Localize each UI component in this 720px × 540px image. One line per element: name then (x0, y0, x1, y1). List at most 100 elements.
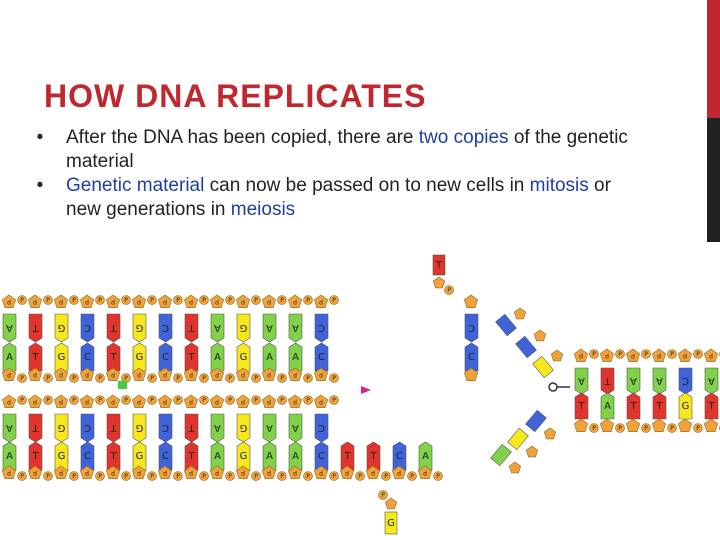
deoxyribose-sugar (157, 367, 173, 381)
deoxyribose-sugar (131, 367, 147, 381)
deoxyribose-sugar (209, 294, 225, 309)
sugar-label: d (267, 300, 271, 307)
base-top-upper (210, 313, 225, 343)
phosphate (329, 395, 339, 405)
phosphate-label: P (280, 375, 284, 382)
sugar-label: d (241, 373, 245, 380)
phosphate (251, 373, 261, 383)
free-nucleotide-letter: T (435, 260, 443, 271)
sugar-label: d (137, 471, 141, 478)
phosphate (95, 395, 105, 405)
phosphate (407, 471, 417, 481)
phosphate (173, 373, 183, 383)
phosphate-label: P (202, 375, 206, 382)
sugar-label: d (709, 354, 713, 361)
phosphate-label: P (124, 375, 128, 382)
base-parent-bottom (600, 392, 615, 420)
base-parent-bottom (574, 392, 589, 420)
sugar-label: d (683, 354, 687, 361)
sugar-label: d (423, 471, 427, 478)
phosphate-label: P (46, 397, 50, 404)
base-bottom-lower (262, 441, 277, 471)
bullet-text-2d: or new generations in (66, 175, 611, 220)
phosphate (173, 471, 183, 481)
free-nucleotide-base (432, 254, 446, 276)
base-bottom-upper (54, 342, 69, 372)
phosphate-label: P (410, 473, 414, 480)
deoxyribose-sugar (53, 294, 69, 309)
phosphate (277, 373, 287, 383)
deoxyribose-sugar (261, 394, 277, 408)
base-letter: C (162, 422, 169, 433)
phosphate (147, 373, 157, 383)
base-letter: T (109, 352, 117, 363)
base-bottom-upper (106, 342, 121, 372)
base-letter: G (682, 401, 690, 412)
deoxyribose-sugar (1, 294, 17, 309)
phosphate (641, 349, 651, 359)
base-letter: C (318, 422, 325, 433)
base-letter: T (187, 352, 195, 363)
deoxyribose-sugar (599, 348, 615, 362)
base-letter: A (214, 451, 221, 462)
phosphate (173, 295, 183, 305)
sugar-label: d (59, 373, 63, 380)
base-letter: A (214, 322, 221, 333)
sugar-label: d (33, 400, 37, 407)
phosphate-label: P (46, 473, 50, 480)
phosphate-label: P (150, 397, 154, 404)
base-bottom-lower (210, 441, 225, 471)
phosphate (693, 349, 703, 359)
phosphate-label: P (618, 351, 622, 358)
phosphate (225, 373, 235, 383)
sugar-label: d (163, 471, 167, 478)
phosphate (17, 373, 27, 383)
base-letter: A (708, 375, 715, 386)
phosphate-label: P (176, 473, 180, 480)
base-letter: A (6, 322, 13, 333)
deoxyribose-sugar (27, 367, 43, 381)
deoxyribose-sugar (573, 418, 589, 432)
base-top-upper (54, 313, 69, 343)
sugar-label: d (293, 373, 297, 380)
base-bottom-upper (262, 342, 277, 372)
phosphate-label: P (98, 375, 102, 382)
deoxyribose-sugar (513, 307, 527, 320)
base-parent-top (704, 367, 719, 395)
deoxyribose-sugar (533, 329, 547, 342)
base-letter: C (318, 352, 325, 363)
phosphate (121, 295, 131, 305)
phosphate-label: P (384, 473, 388, 480)
phosphate (147, 395, 157, 405)
deoxyribose-sugar (261, 465, 277, 479)
deoxyribose-sugar (463, 294, 479, 309)
phosphate-label: P (592, 351, 596, 358)
phosphate (199, 295, 209, 305)
base-letter: A (656, 375, 663, 386)
sugar-label: d (137, 300, 141, 307)
base-bottom-upper (80, 342, 95, 372)
base-top-lower (158, 413, 173, 443)
base-letter: C (682, 375, 689, 386)
base-letter: T (187, 451, 195, 462)
base-letter: A (292, 422, 299, 433)
phosphate (355, 471, 365, 481)
phosphate (225, 295, 235, 305)
phosphate-label: P (20, 397, 24, 404)
base-bottom-lower (340, 441, 355, 471)
deoxyribose-sugar (261, 367, 277, 381)
base-letter: C (84, 422, 91, 433)
base-letter: G (240, 352, 248, 363)
bullet-highlight-genetic-material: Genetic material (66, 175, 205, 196)
phosphate-label: P (696, 425, 700, 432)
phosphate (251, 295, 261, 305)
phosphate (277, 295, 287, 305)
deoxyribose-sugar (261, 294, 277, 309)
base-bottom-upper (132, 342, 147, 372)
phosphate-label: P (254, 473, 258, 480)
fork-base (515, 335, 537, 359)
sugar-label: d (163, 300, 167, 307)
base-letter: A (6, 451, 13, 462)
deoxyribose-sugar (235, 394, 251, 408)
